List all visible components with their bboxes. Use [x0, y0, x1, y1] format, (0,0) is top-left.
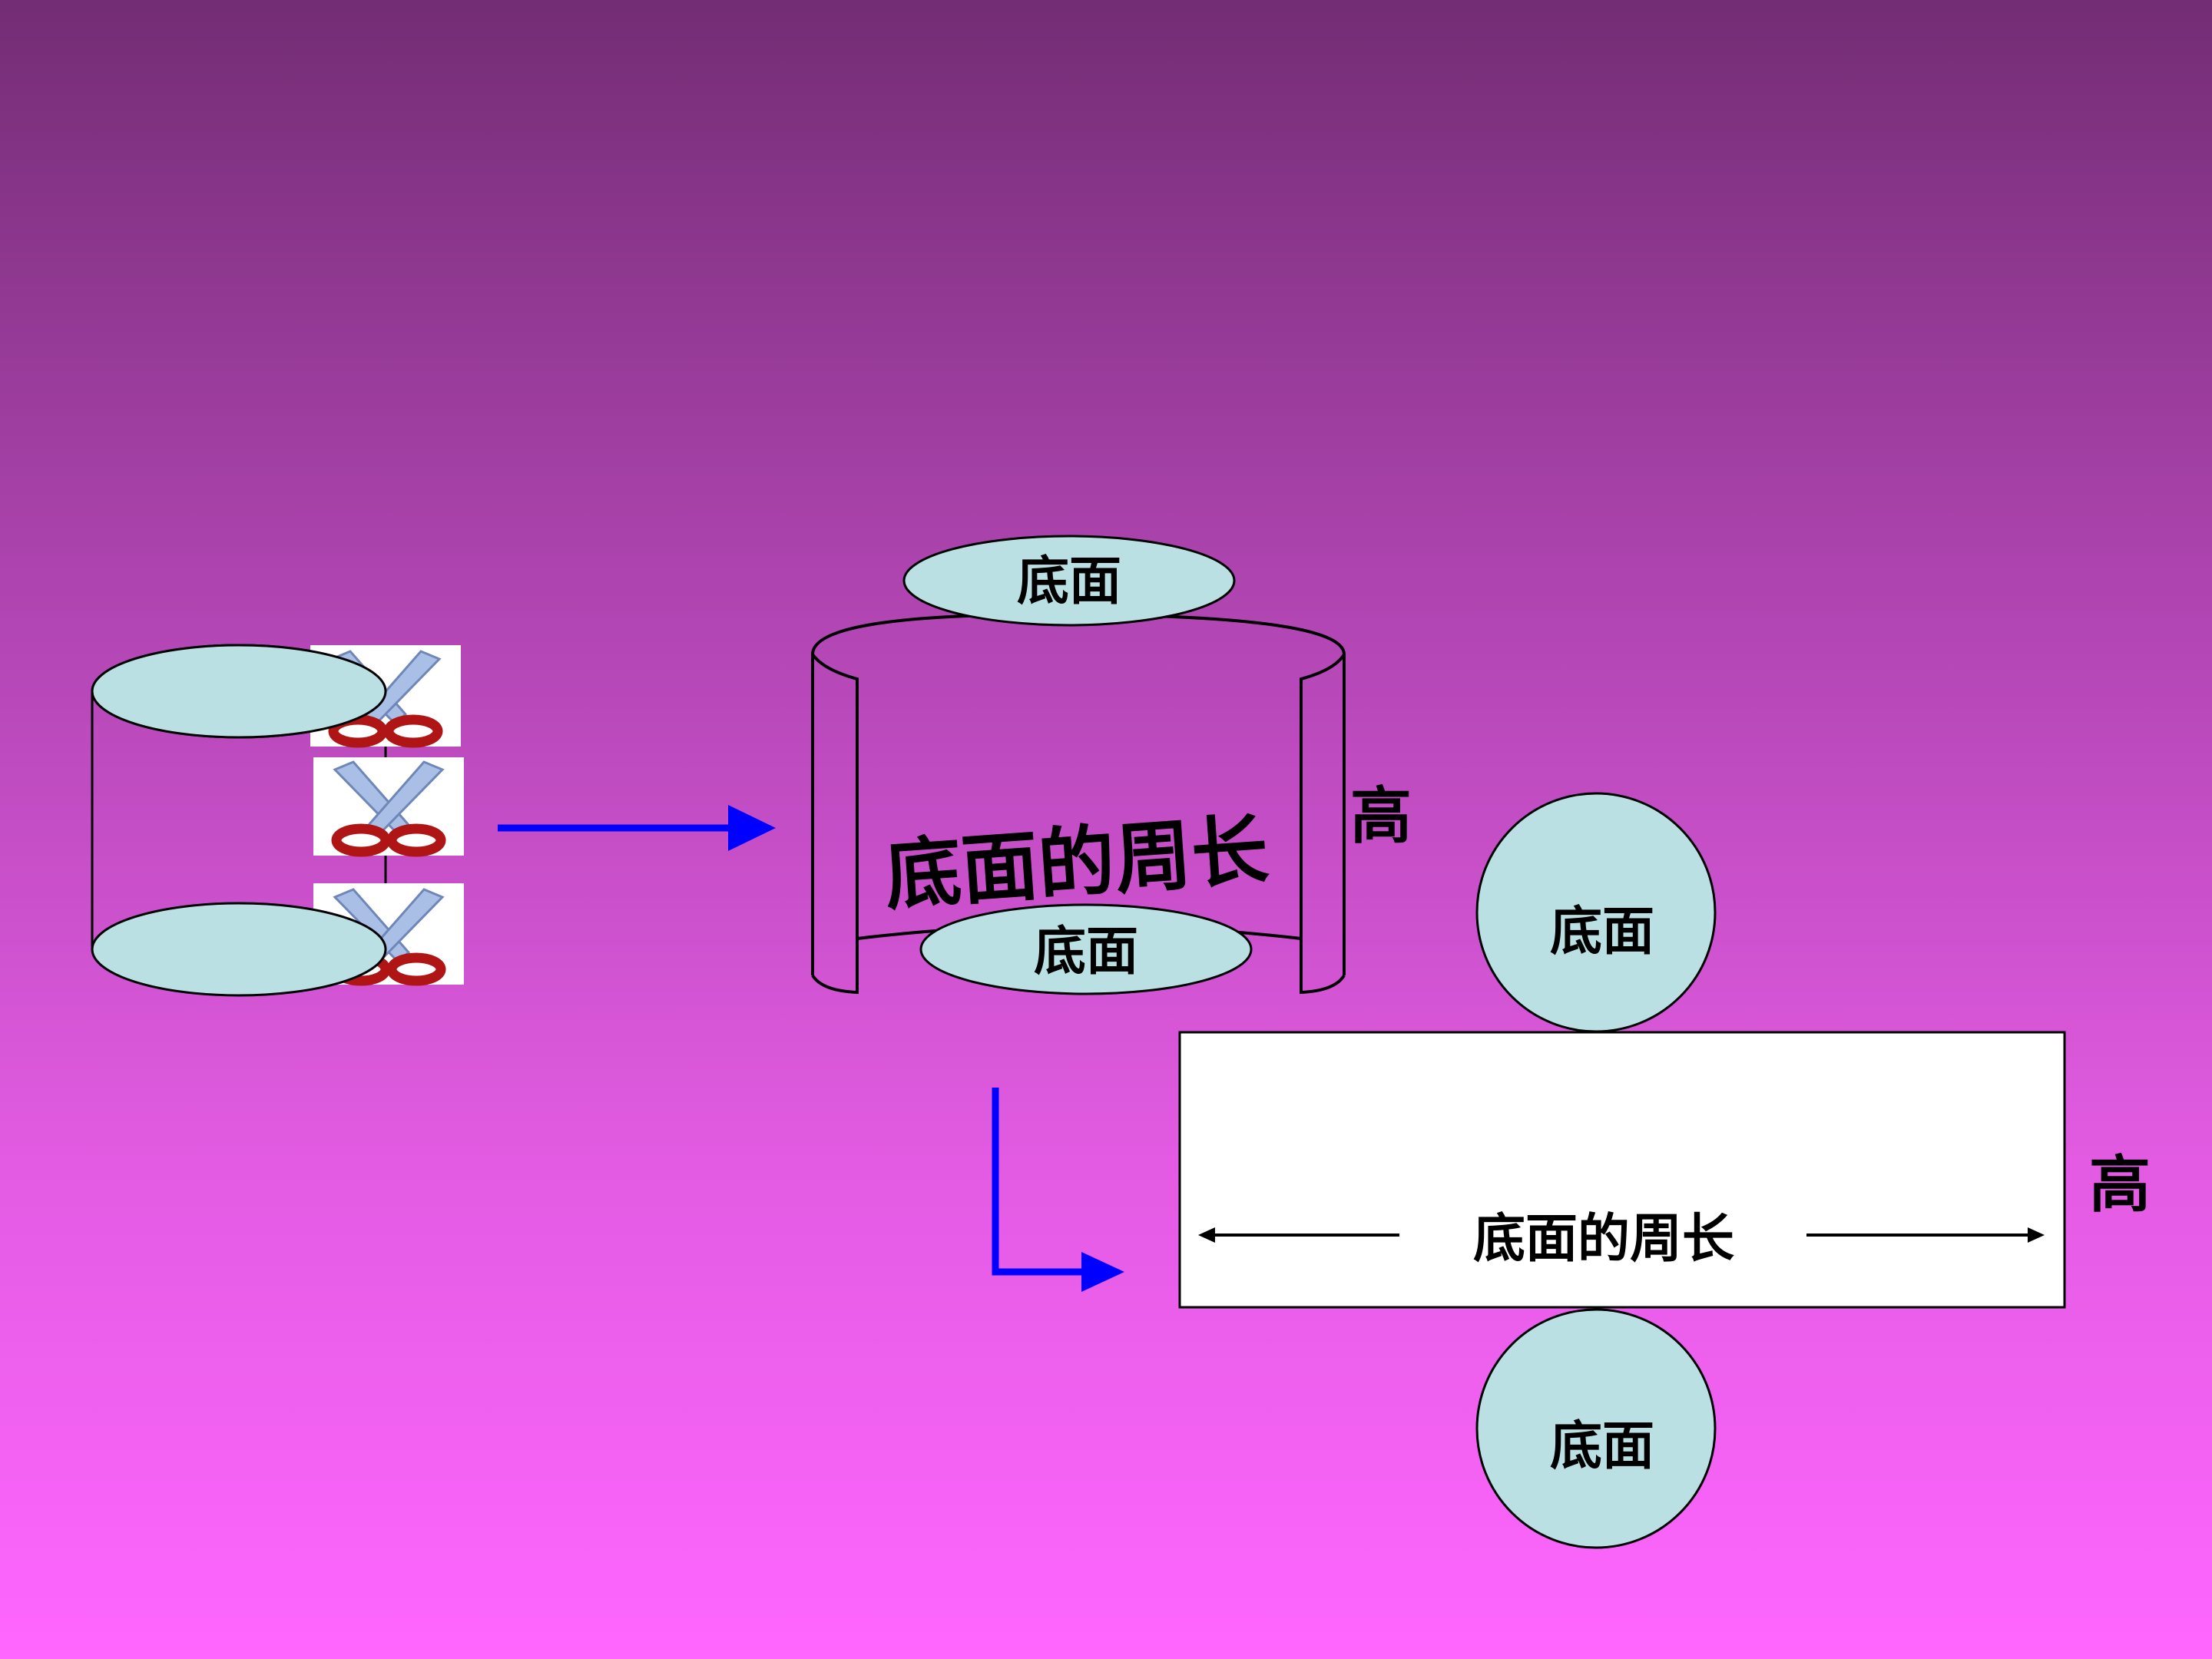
net-lateral-rectangle: [1178, 1031, 2066, 1309]
net-top-circle-label: 底面: [1550, 901, 1654, 962]
net-bottom-circle-label: 底面: [1550, 1416, 1654, 1477]
cylinder-top-face-overlay: [91, 644, 387, 739]
arrow-right-icon: [498, 805, 776, 851]
top-base-face: [902, 535, 1236, 627]
net-bottom-circle: [1475, 1308, 1717, 1549]
cylinder-bottom-rim-left: [811, 974, 859, 995]
cylinder-bottom-rim-right: [1300, 974, 1346, 995]
top-base-label: 底面: [1017, 551, 1121, 612]
cylinder-front-edge-left: [811, 653, 859, 974]
bottom-base-label: 底面: [1034, 921, 1138, 982]
bottom-base-face: [919, 903, 1253, 995]
cylinder-bottom-face: [91, 902, 387, 997]
opened-height-label: 高: [1350, 780, 1412, 852]
net-height-label: 高: [2089, 1148, 2151, 1220]
width-dimension-line: [1198, 1227, 2045, 1243]
arrow-down-right-icon: [992, 1088, 1124, 1292]
net-width-label: 底面的周长: [1473, 1208, 1734, 1270]
scissors-icon: [313, 757, 464, 857]
opened-cylinder: 底面 底面的周长 底面 高: [811, 535, 1412, 995]
cylinder-front-edge-right: [1300, 653, 1346, 974]
cylinder-net: 底面 底面的周长 高 底面: [1178, 792, 2151, 1549]
